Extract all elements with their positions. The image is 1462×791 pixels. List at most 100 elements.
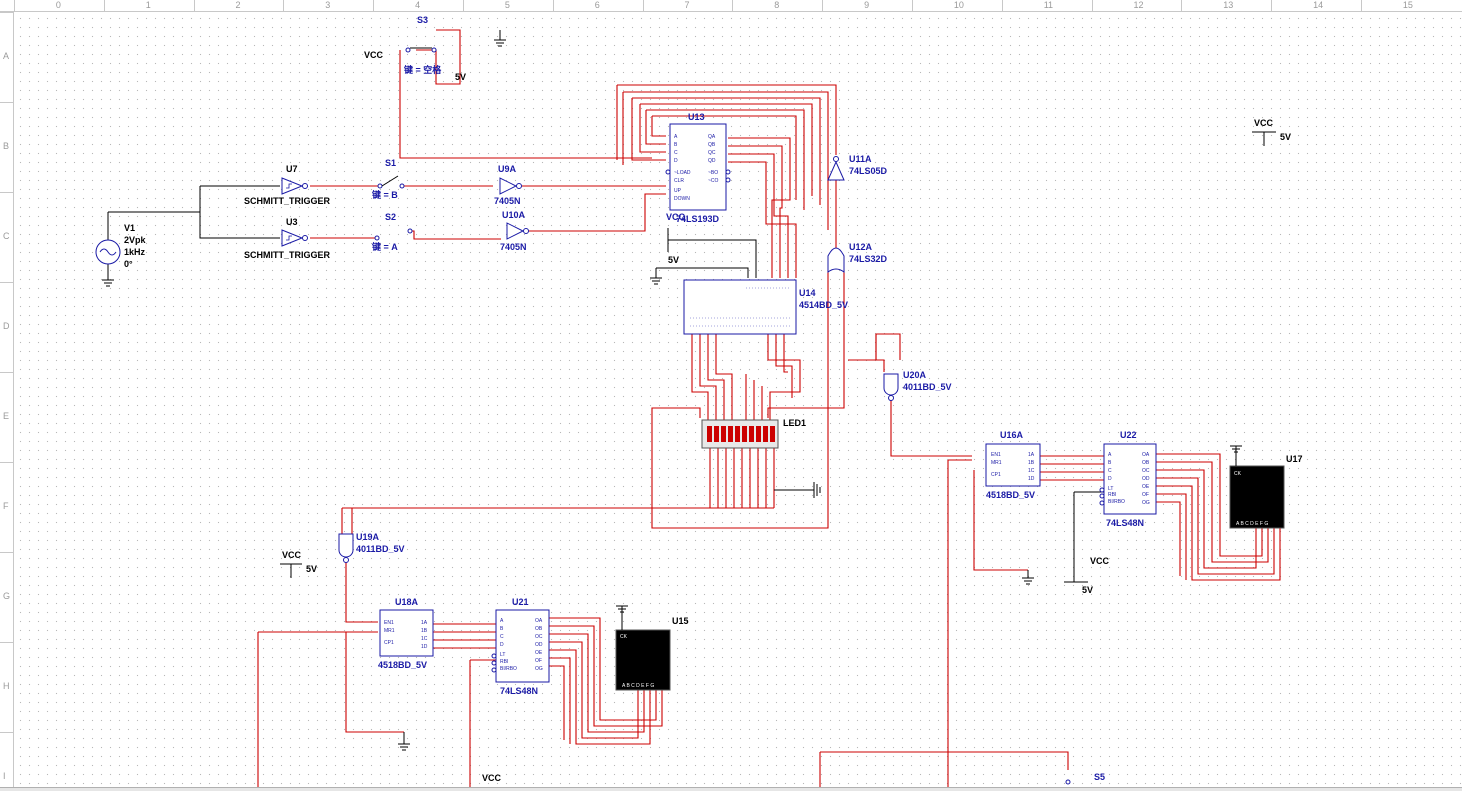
ground-icon bbox=[650, 268, 662, 285]
u11a-inverter[interactable]: U11A 74LS05D bbox=[827, 154, 888, 181]
u12a-ref: U12A bbox=[849, 242, 873, 252]
u18a-counter-chip[interactable]: U18A EN1 MR1 CP1 1A 1B 1C 1D 4518BD_5V bbox=[378, 597, 434, 670]
u12a-type: 74LS32D bbox=[849, 254, 888, 264]
u13-5v-label: 5V bbox=[668, 255, 679, 265]
u13-pin-qa: QA bbox=[708, 134, 716, 140]
v1-ac-source[interactable]: V1 2Vpk 1kHz 0° bbox=[95, 223, 147, 269]
s5-switch[interactable]: S5 bbox=[1065, 772, 1105, 785]
u3-ref: U3 bbox=[286, 217, 298, 227]
column-tick bbox=[1091, 0, 1093, 12]
u22-pin-d: D bbox=[1108, 476, 1112, 482]
u12a-or-gate[interactable]: U12A 74LS32D bbox=[827, 242, 888, 273]
column-tick bbox=[822, 0, 824, 12]
column-tick bbox=[912, 0, 913, 12]
ground-icon bbox=[1022, 570, 1034, 585]
u22-bcd-decoder-chip[interactable]: U22 A B C D LT RBI BI/RBO OA OB OC OD OE… bbox=[1099, 430, 1157, 528]
s1-switch[interactable]: S1 键 = B bbox=[371, 158, 405, 200]
u10a-ref: U10A bbox=[502, 210, 526, 220]
column-tick bbox=[1181, 0, 1183, 12]
v1-amp: 2Vpk bbox=[124, 235, 147, 245]
u7-ref: U7 bbox=[286, 164, 298, 174]
row-tick bbox=[0, 192, 14, 193]
horizontal-scrollbar[interactable] bbox=[0, 787, 1462, 791]
u21-pin-lt: LT bbox=[500, 652, 505, 658]
u17-seven-segment-display[interactable]: CK A B C D E F G U17 bbox=[1229, 454, 1303, 529]
column-number: 12 bbox=[1133, 0, 1144, 10]
u3-schmitt-trigger[interactable]: U3 SCHMITT_TRIGGER bbox=[244, 217, 331, 260]
schematic-sheet[interactable] bbox=[14, 12, 1462, 791]
u22-pin-bi: BI/RBO bbox=[1108, 499, 1125, 505]
u13-pin-bo: ~BO bbox=[708, 170, 718, 176]
column-tick bbox=[642, 0, 644, 12]
u18a-pin-1a: 1A bbox=[421, 620, 428, 626]
u13-pin-c: C bbox=[674, 150, 678, 156]
s2-key: 键 = A bbox=[371, 241, 398, 252]
u18a-ref: U18A bbox=[395, 597, 419, 607]
u22-ref: U22 bbox=[1120, 430, 1137, 440]
u20a-type: 4011BD_5V bbox=[903, 382, 952, 392]
column-number: 0 bbox=[55, 0, 61, 10]
u20a-nand-gate[interactable]: U20A 4011BD_5V bbox=[883, 370, 952, 401]
u13-counter-chip[interactable]: U13 A B C D ~LOAD CLR UP DOWN QA QB QC Q… bbox=[665, 112, 731, 224]
u13-pin-co: ~CO bbox=[708, 178, 719, 184]
u21-pin-b: B bbox=[500, 626, 504, 632]
u19a-nand-gate[interactable]: U19A 4011BD_5V bbox=[338, 532, 405, 563]
u16a-pin-mr1: MR1 bbox=[991, 460, 1002, 466]
u9a-ref: U9A bbox=[498, 164, 517, 174]
row-letter: I bbox=[3, 771, 6, 781]
u15-ref: U15 bbox=[672, 616, 689, 626]
u17-ck: CK bbox=[1234, 471, 1242, 477]
ground-icon bbox=[813, 482, 821, 498]
u18a-pin-en1: EN1 bbox=[384, 620, 394, 626]
u18a-pin-1b: 1B bbox=[421, 628, 428, 634]
u16a-counter-chip[interactable]: U16A EN1 MR1 CP1 1A 1B 1C 1D 4518BD_5V bbox=[985, 430, 1041, 500]
u10a-type: 7405N bbox=[500, 242, 527, 252]
u16a-pin-cp1: CP1 bbox=[991, 472, 1001, 478]
u14-decoder-chip[interactable]: U14 4514BD_5V bbox=[683, 279, 848, 335]
column-tick bbox=[1361, 0, 1362, 12]
column-number: 9 bbox=[864, 0, 870, 10]
column-number: 11 bbox=[1043, 0, 1054, 10]
led1-ref: LED1 bbox=[783, 418, 806, 428]
u13-ref: U13 bbox=[688, 112, 705, 122]
row-tick bbox=[0, 12, 14, 13]
column-tick bbox=[732, 0, 734, 12]
u21-pin-oa: OA bbox=[535, 618, 543, 624]
s3-switch[interactable]: S3 键 = 空格 5V bbox=[403, 15, 466, 82]
u22-type: 74LS48N bbox=[1106, 518, 1144, 528]
row-letter: G bbox=[3, 591, 11, 601]
s2-switch[interactable]: S2 键 = A bbox=[371, 212, 413, 252]
v5-label-left: 5V bbox=[306, 564, 317, 574]
u18a-type: 4518BD_5V bbox=[378, 660, 427, 670]
u13-pin-down: DOWN bbox=[674, 196, 690, 202]
u16a-pin-1d: 1D bbox=[1028, 476, 1035, 482]
u14-type: 4514BD_5V bbox=[799, 300, 848, 310]
u21-pin-bi: BI/RBO bbox=[500, 666, 517, 672]
led1-bargraph[interactable]: LED1 bbox=[701, 418, 806, 449]
u18a-pin-mr1: MR1 bbox=[384, 628, 395, 634]
column-tick bbox=[1271, 0, 1273, 12]
row-letter: E bbox=[3, 411, 10, 421]
u19a-ref: U19A bbox=[356, 532, 380, 542]
s2-ref: S2 bbox=[385, 212, 396, 222]
u21-bcd-decoder-chip[interactable]: U21 A B C D LT RBI BI/RBO OA OB OC OD OE… bbox=[491, 597, 550, 696]
u16a-pin-en1: EN1 bbox=[991, 452, 1001, 458]
column-tick bbox=[373, 0, 375, 12]
u7-schmitt-trigger[interactable]: U7 SCHMITT_TRIGGER bbox=[244, 164, 331, 206]
row-tick bbox=[0, 372, 14, 373]
u13-pin-qc: QC bbox=[708, 150, 716, 156]
u16a-type: 4518BD_5V bbox=[986, 490, 1035, 500]
v1-freq: 1kHz bbox=[124, 247, 146, 257]
u9a-inverter[interactable]: U9A 7405N bbox=[494, 164, 522, 206]
v5-label-u22: 5V bbox=[1082, 585, 1093, 595]
column-tick bbox=[103, 0, 105, 12]
u21-ref: U21 bbox=[512, 597, 529, 607]
u15-seven-segment-display[interactable]: CK A B C D E F G U15 bbox=[615, 616, 689, 691]
row-tick bbox=[0, 102, 14, 103]
vcc-label-bottom: VCC bbox=[482, 773, 502, 783]
u22-pin-b: B bbox=[1108, 460, 1112, 466]
u10a-inverter[interactable]: U10A 7405N bbox=[500, 210, 529, 252]
